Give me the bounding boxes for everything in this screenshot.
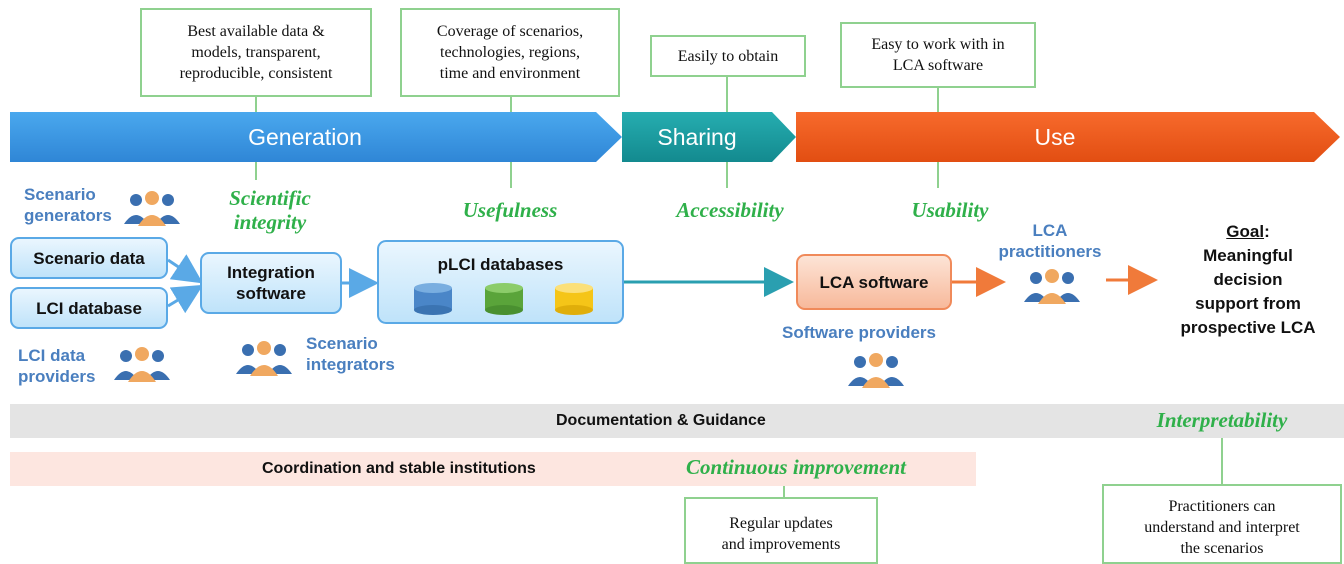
actor-software-providers-label: Software providers xyxy=(782,323,936,342)
criterion-scientific-integrity: Scientific integrity xyxy=(229,186,311,234)
phase-sharing: Sharing xyxy=(657,123,737,150)
arrow-scenario-to-integration xyxy=(167,254,203,284)
database-cylinders xyxy=(414,283,593,315)
criterion-accessibility: Accessibility xyxy=(676,198,784,222)
callout-easy-work: Easy to work with in LCA software xyxy=(840,22,1036,88)
sharing-arrow xyxy=(622,112,796,162)
criterion-usefulness: Usefulness xyxy=(462,198,558,222)
actor-lci-data-providers-label: LCI data providers xyxy=(18,346,96,386)
actor-scenario-generators-label: Scenario generators xyxy=(24,185,112,225)
callout-practitioners-understand: Practitioners can understand and interpr… xyxy=(1102,484,1342,564)
box-integration-software: Integration software xyxy=(200,252,342,314)
callout-coverage: Coverage of scenarios, technologies, reg… xyxy=(400,8,620,97)
use-arrow xyxy=(796,112,1340,162)
goal: Goal: Meaningful decision support from p… xyxy=(1160,220,1336,340)
goal-colon: : xyxy=(1264,222,1270,241)
band-documentation: Documentation & Guidance xyxy=(10,404,1344,438)
actor-lca-practitioners-label: LCA practitioners xyxy=(998,221,1102,261)
callout-obtain: Easily to obtain xyxy=(650,35,806,77)
phase-use: Use xyxy=(1034,123,1076,150)
people-icon xyxy=(848,353,904,388)
database-icon-yellow xyxy=(555,283,593,315)
callout-regular-updates: Regular updates and improvements xyxy=(684,497,878,564)
box-lca-software: LCA software xyxy=(796,254,952,310)
people-icon xyxy=(114,347,170,382)
goal-text: Meaningful decision support from prospec… xyxy=(1180,246,1316,337)
band-coordination-label: Coordination and stable institutions xyxy=(262,460,536,477)
people-icon xyxy=(1024,269,1080,304)
phase-generation: Generation xyxy=(248,123,362,150)
phase-arrows xyxy=(10,112,1340,162)
band-coordination: Coordination and stable institutions xyxy=(10,452,976,486)
people-icon xyxy=(236,341,292,376)
arrow-lci-to-integration xyxy=(167,284,204,314)
band-documentation-label: Documentation & Guidance xyxy=(556,412,766,429)
box-lci-database: LCI database xyxy=(10,287,168,329)
plci-databases-label: pLCI databases xyxy=(437,255,564,274)
goal-label: Goal xyxy=(1226,222,1265,241)
callout-best-data: Best available data & models, transparen… xyxy=(140,8,372,97)
criterion-interpretability-overlay: Interpretability xyxy=(1156,408,1288,432)
box-scenario-data: Scenario data xyxy=(10,237,168,279)
actor-scenario-integrators-label: Scenario integrators xyxy=(306,334,395,374)
people-icon xyxy=(124,191,180,226)
database-icon-blue xyxy=(414,283,452,315)
criterion-usability: Usability xyxy=(911,198,989,222)
generation-arrow xyxy=(10,112,622,162)
database-icon-green xyxy=(485,283,523,315)
criterion-continuous-improvement-overlay: Continuous improvement xyxy=(686,455,906,479)
